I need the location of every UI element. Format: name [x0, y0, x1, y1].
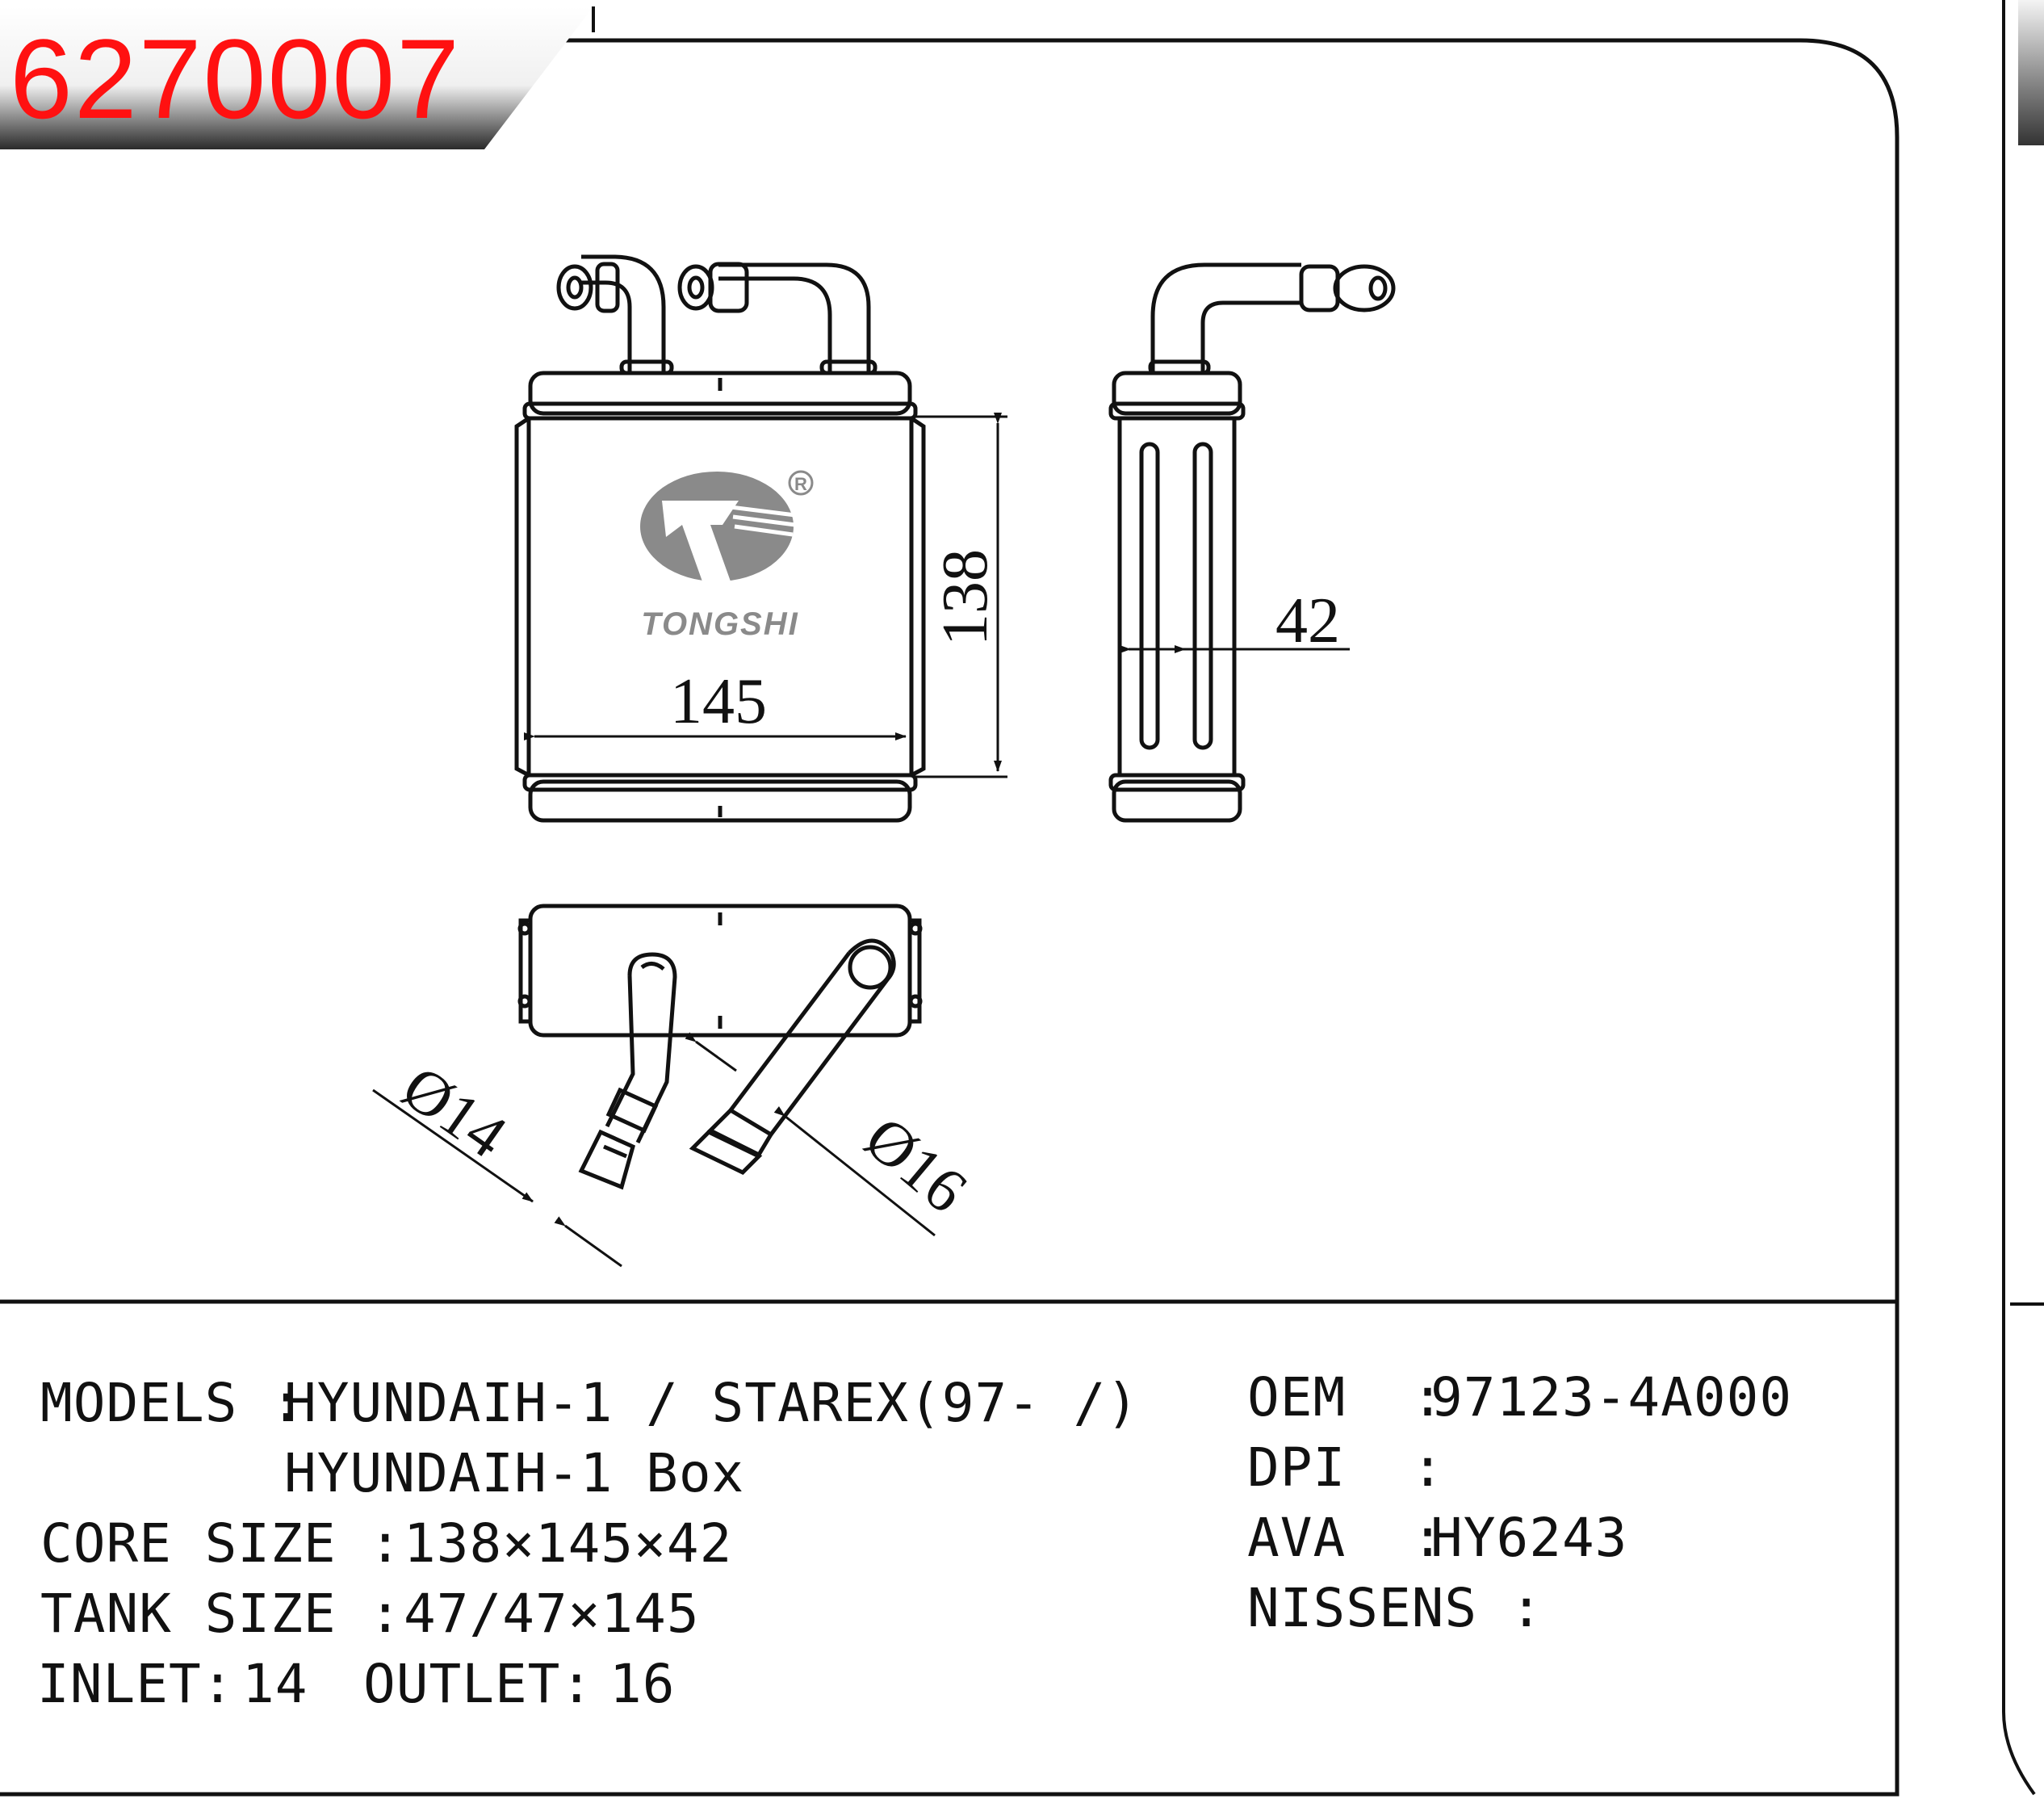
front-view — [514, 254, 926, 823]
ava-value: HY6243 — [1430, 1507, 1628, 1569]
diameter-dimensions — [372, 1032, 936, 1268]
part-number: 6270007 — [10, 15, 462, 142]
models-line-2: HYUNDAIH-1 Box — [284, 1442, 745, 1504]
inlet-value: 14 — [242, 1653, 308, 1715]
drawing-frame — [0, 38, 1899, 1797]
top-view — [517, 904, 923, 1190]
side-view — [1108, 262, 1396, 823]
tank-size-label: TANK SIZE : — [40, 1583, 403, 1645]
outlet-label: OUTLET: — [363, 1653, 594, 1715]
part-number-banner — [0, 6, 595, 149]
height-dimension-label: 138 — [930, 549, 1001, 646]
models-line-1: HYUNDAIH-1 / STAREX(97- /) — [284, 1372, 1140, 1434]
depth-dimension-label: 42 — [1275, 585, 1340, 656]
outlet-diameter-label: Ø16 — [852, 1102, 981, 1226]
inlet-label: INLET: — [37, 1653, 235, 1715]
dpi-label: DPI : — [1247, 1436, 1445, 1499]
oem-value: 97123-4A000 — [1430, 1366, 1793, 1428]
core-size-label: CORE SIZE : — [40, 1512, 403, 1575]
adjacent-sheet-edge — [2002, 0, 2044, 1796]
models-label: MODELS : — [40, 1372, 304, 1434]
nissens-label: NISSENS : — [1247, 1577, 1543, 1639]
height-dimension — [915, 413, 1007, 778]
ava-label: AVA : — [1247, 1507, 1445, 1569]
tank-size-value: 47/47×145 — [404, 1583, 700, 1645]
oem-label: OEM : — [1247, 1366, 1445, 1428]
core-size-value: 138×145×42 — [404, 1512, 733, 1575]
brand-name: TONGSHI — [641, 606, 799, 642]
inlet-diameter-label: Ø14 — [390, 1051, 519, 1171]
outlet-value: 16 — [609, 1653, 676, 1715]
width-dimension-label: 145 — [670, 666, 767, 737]
tongshi-logo: R TONGSHI — [640, 470, 814, 642]
registered-mark: R — [794, 474, 807, 494]
